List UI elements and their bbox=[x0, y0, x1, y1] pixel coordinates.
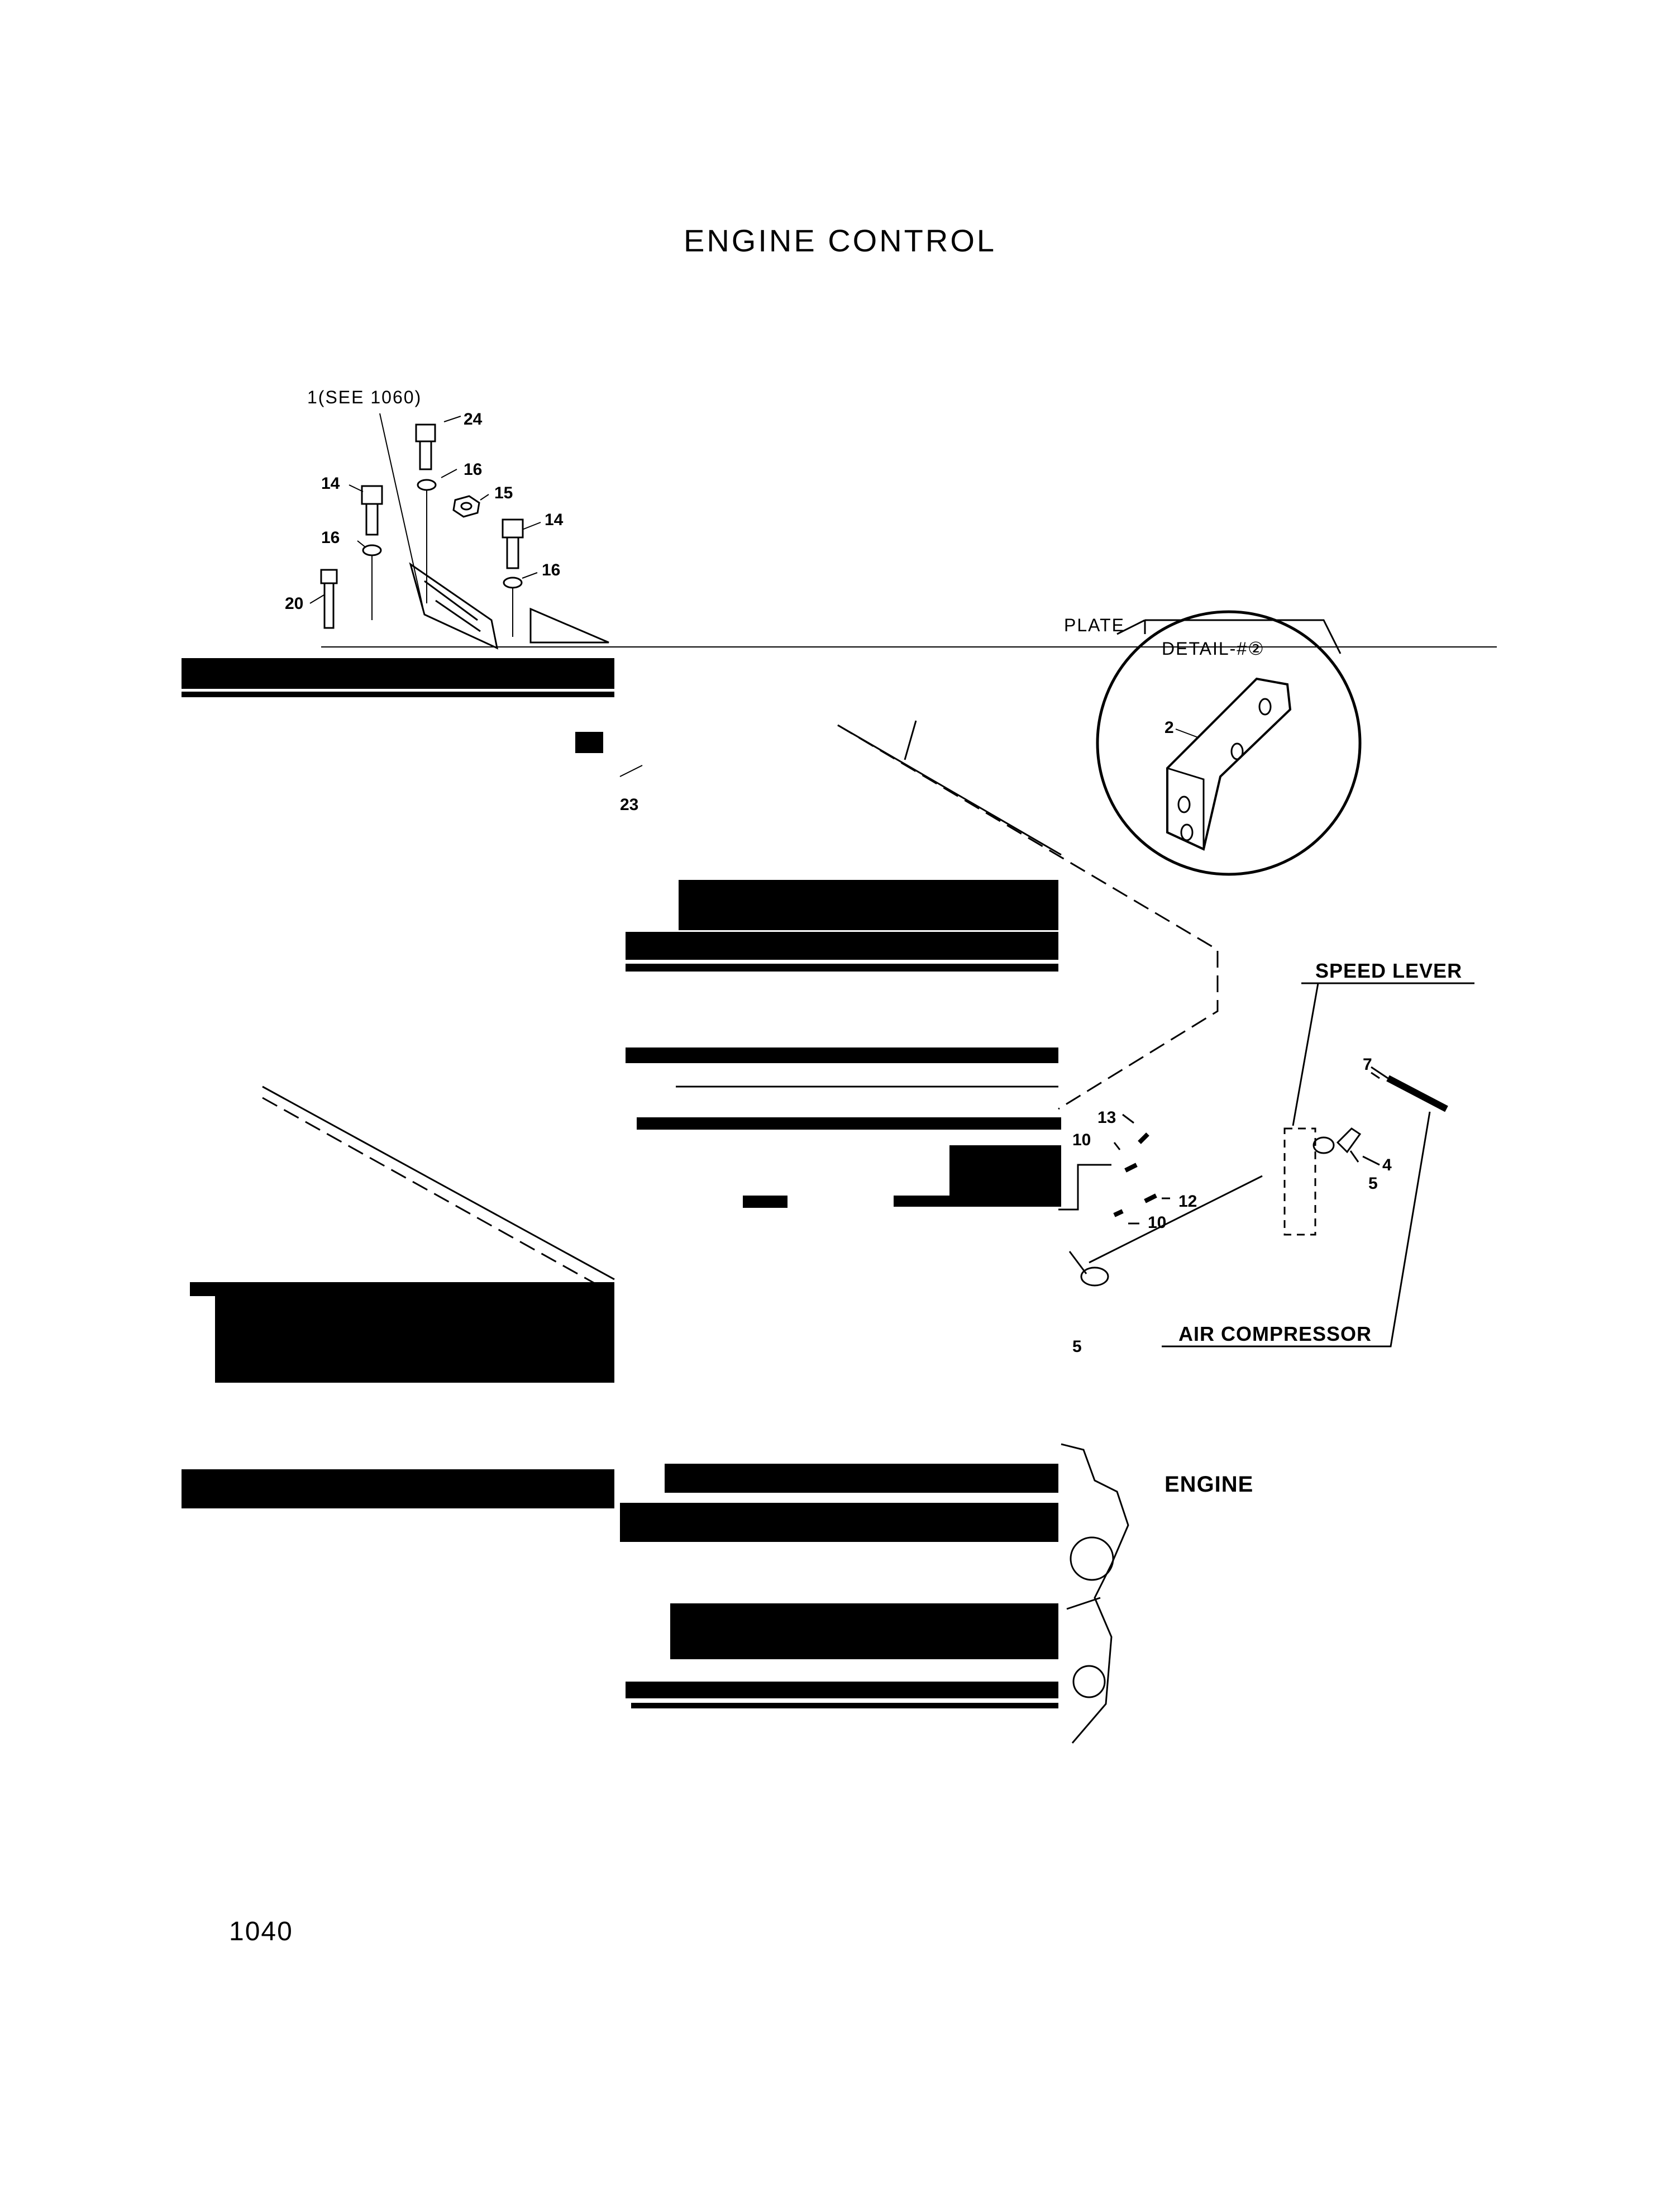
frame-strips bbox=[182, 658, 1061, 1708]
bolt-14-right bbox=[502, 518, 524, 569]
callout-5a: 5 bbox=[1368, 1174, 1378, 1193]
engine-outline bbox=[1061, 1443, 1129, 1744]
callout-23: 23 bbox=[620, 796, 638, 814]
page-title: ENGINE CONTROL bbox=[683, 223, 997, 258]
callout-2: 2 bbox=[1164, 718, 1174, 737]
bracket-assembly bbox=[321, 562, 1497, 650]
callout-4: 4 bbox=[1382, 1156, 1392, 1174]
callout-12: 12 bbox=[1178, 1192, 1197, 1211]
callout-16b: 16 bbox=[321, 528, 340, 547]
callout-5b: 5 bbox=[1072, 1337, 1082, 1356]
callout-10b: 10 bbox=[1148, 1213, 1166, 1232]
engine-label: ENGINE bbox=[1164, 1472, 1253, 1497]
callout-20: 20 bbox=[285, 594, 303, 613]
callout-15: 15 bbox=[494, 484, 513, 502]
bolt-24 bbox=[415, 423, 436, 470]
callout-10a: 10 bbox=[1072, 1131, 1091, 1149]
callout-14b: 14 bbox=[545, 511, 564, 529]
see-1060-label: 1(SEE 1060) bbox=[307, 387, 422, 407]
washer-16a bbox=[417, 479, 437, 491]
page-number: 1040 bbox=[229, 1917, 293, 1946]
callout-24: 24 bbox=[464, 410, 483, 428]
bolt-20 bbox=[320, 569, 338, 629]
washer-16b bbox=[362, 544, 382, 556]
speed-lever-linkage bbox=[1058, 982, 1474, 1348]
callout-7: 7 bbox=[1363, 1055, 1372, 1074]
washer-16c bbox=[503, 577, 523, 589]
bolt-14-left bbox=[361, 485, 383, 536]
speed-lever-label: SPEED LEVER bbox=[1315, 959, 1462, 982]
detail-2-view bbox=[1096, 610, 1362, 876]
callout-14a: 14 bbox=[321, 474, 340, 493]
air-compressor-label: AIR COMPRESSOR bbox=[1178, 1322, 1372, 1345]
nut-15 bbox=[452, 495, 480, 518]
callout-16a: 16 bbox=[464, 460, 482, 479]
leader-lines-top-left bbox=[309, 413, 643, 777]
hood-panel-outline bbox=[262, 720, 1219, 1286]
callout-13: 13 bbox=[1097, 1108, 1116, 1127]
detail-2-label: DETAIL-#② bbox=[1162, 639, 1265, 659]
plate-label: PLATE bbox=[1064, 615, 1125, 635]
callout-16c: 16 bbox=[542, 561, 560, 579]
